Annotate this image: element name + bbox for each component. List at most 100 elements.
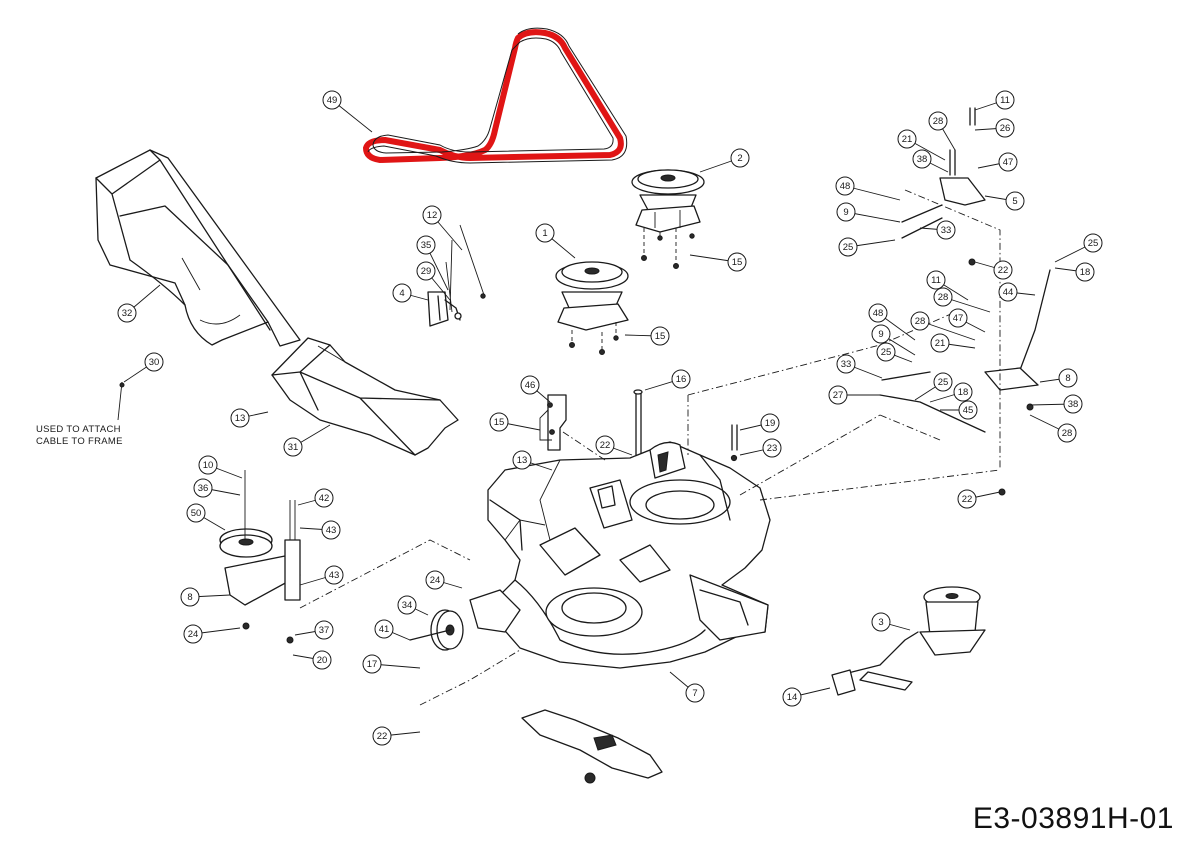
lift-linkage [879, 107, 1051, 496]
callout-bubble [957, 489, 977, 509]
callout-bubble [762, 438, 782, 458]
callout-bubble [416, 235, 436, 255]
gauge-wheel [409, 609, 464, 651]
callout-label: 12 [427, 210, 438, 221]
callout-25: 25 [838, 237, 896, 257]
callout-38: 38 [1029, 394, 1083, 414]
callout-label: 22 [998, 265, 1009, 276]
callout-bubble [897, 129, 917, 149]
callout-bubble [198, 455, 218, 475]
callout-label: 30 [149, 357, 160, 368]
document-number: E3-03891H-01 [972, 802, 1174, 835]
bracket-46 [539, 394, 567, 451]
callout-bubble [876, 342, 896, 362]
callout-label: 25 [938, 377, 949, 388]
idler-assembly [219, 470, 301, 644]
callout-label: 21 [935, 338, 946, 349]
callout-bubble [117, 303, 137, 323]
callout-label: 7 [692, 688, 697, 699]
callout-bubble [828, 385, 848, 405]
callout-label: 17 [367, 659, 378, 670]
callout-label: 2 [737, 153, 742, 164]
callout-leader [919, 320, 976, 341]
callout-label: 50 [191, 508, 202, 519]
callout-46: 46 [520, 375, 551, 403]
callout-29: 29 [416, 261, 451, 301]
callout-bubble [933, 287, 953, 307]
callout-label: 15 [655, 331, 666, 342]
callout-bubble [1005, 191, 1025, 211]
callout-label: 37 [319, 625, 330, 636]
callout-label: 26 [1000, 123, 1011, 134]
callout-bubble [1058, 368, 1078, 388]
callout-label: 21 [902, 134, 913, 145]
callout-label: 18 [958, 387, 969, 398]
callout-bubble [362, 654, 382, 674]
bolt-16 [633, 389, 643, 462]
callout-bubble [535, 223, 555, 243]
callout-label: 14 [787, 692, 798, 703]
callout-label: 27 [833, 390, 844, 401]
bracket-4 [427, 224, 486, 327]
callout-label: 4 [399, 288, 404, 299]
callout-label: 32 [122, 308, 133, 319]
callout-label: 28 [1062, 428, 1073, 439]
callout-bubble [953, 382, 973, 402]
blade [521, 709, 663, 784]
callout-45: 45 [940, 400, 978, 420]
spindle-lower [555, 261, 629, 355]
callout-label: 20 [317, 655, 328, 666]
callout-38: 38 [912, 149, 949, 173]
callout-label: 48 [873, 308, 884, 319]
callout-9: 9 [836, 202, 901, 223]
callout-label: 46 [525, 380, 536, 391]
callout-8: 8 [1039, 368, 1078, 388]
callout-label: 38 [917, 154, 928, 165]
callout-bubble [392, 283, 412, 303]
callout-label: 35 [421, 240, 432, 251]
callout-5: 5 [984, 191, 1025, 211]
callout-28: 28 [933, 287, 991, 313]
callout-50: 50 [186, 503, 226, 531]
callout-label: 9 [843, 207, 848, 218]
callout-bubble [322, 90, 342, 110]
callout-7: 7 [669, 671, 705, 703]
callout-24: 24 [425, 570, 463, 590]
callout-bubble [933, 372, 953, 392]
callout-12: 12 [422, 205, 463, 251]
spindle-upper [631, 169, 705, 269]
callout-label: 31 [288, 442, 299, 453]
callout-label: 44 [1003, 287, 1014, 298]
callout-label: 28 [938, 292, 949, 303]
callout-label: 28 [933, 116, 944, 127]
callout-4: 4 [392, 283, 429, 303]
callout-label: 15 [732, 257, 743, 268]
callout-bubble [374, 619, 394, 639]
callout-bubble [416, 261, 436, 281]
deflector [271, 337, 459, 456]
callout-label: 8 [1065, 373, 1070, 384]
callout-9: 9 [871, 324, 916, 356]
callout-bubble [871, 612, 891, 632]
callout-bubble [998, 282, 1018, 302]
callout-label: 29 [421, 266, 432, 277]
callout-bubble [324, 565, 344, 585]
callout-30: 30 [123, 352, 164, 383]
callout-bubble [193, 478, 213, 498]
callout-label: 13 [235, 413, 246, 424]
spindle-assembly-3 [831, 586, 986, 696]
callout-28: 28 [928, 111, 956, 151]
callout-bubble [283, 437, 303, 457]
callout-label: 10 [203, 460, 214, 471]
callout-22: 22 [957, 489, 1001, 509]
callout-label: 18 [1080, 267, 1091, 278]
callout-bubble [180, 587, 200, 607]
callout-bubble [489, 412, 509, 432]
callout-34: 34 [397, 595, 429, 616]
callout-22: 22 [595, 435, 633, 456]
callout-3: 3 [871, 612, 911, 632]
callout-bubble [671, 369, 691, 389]
callout-bubble [993, 260, 1013, 280]
callout-28: 28 [910, 311, 976, 341]
